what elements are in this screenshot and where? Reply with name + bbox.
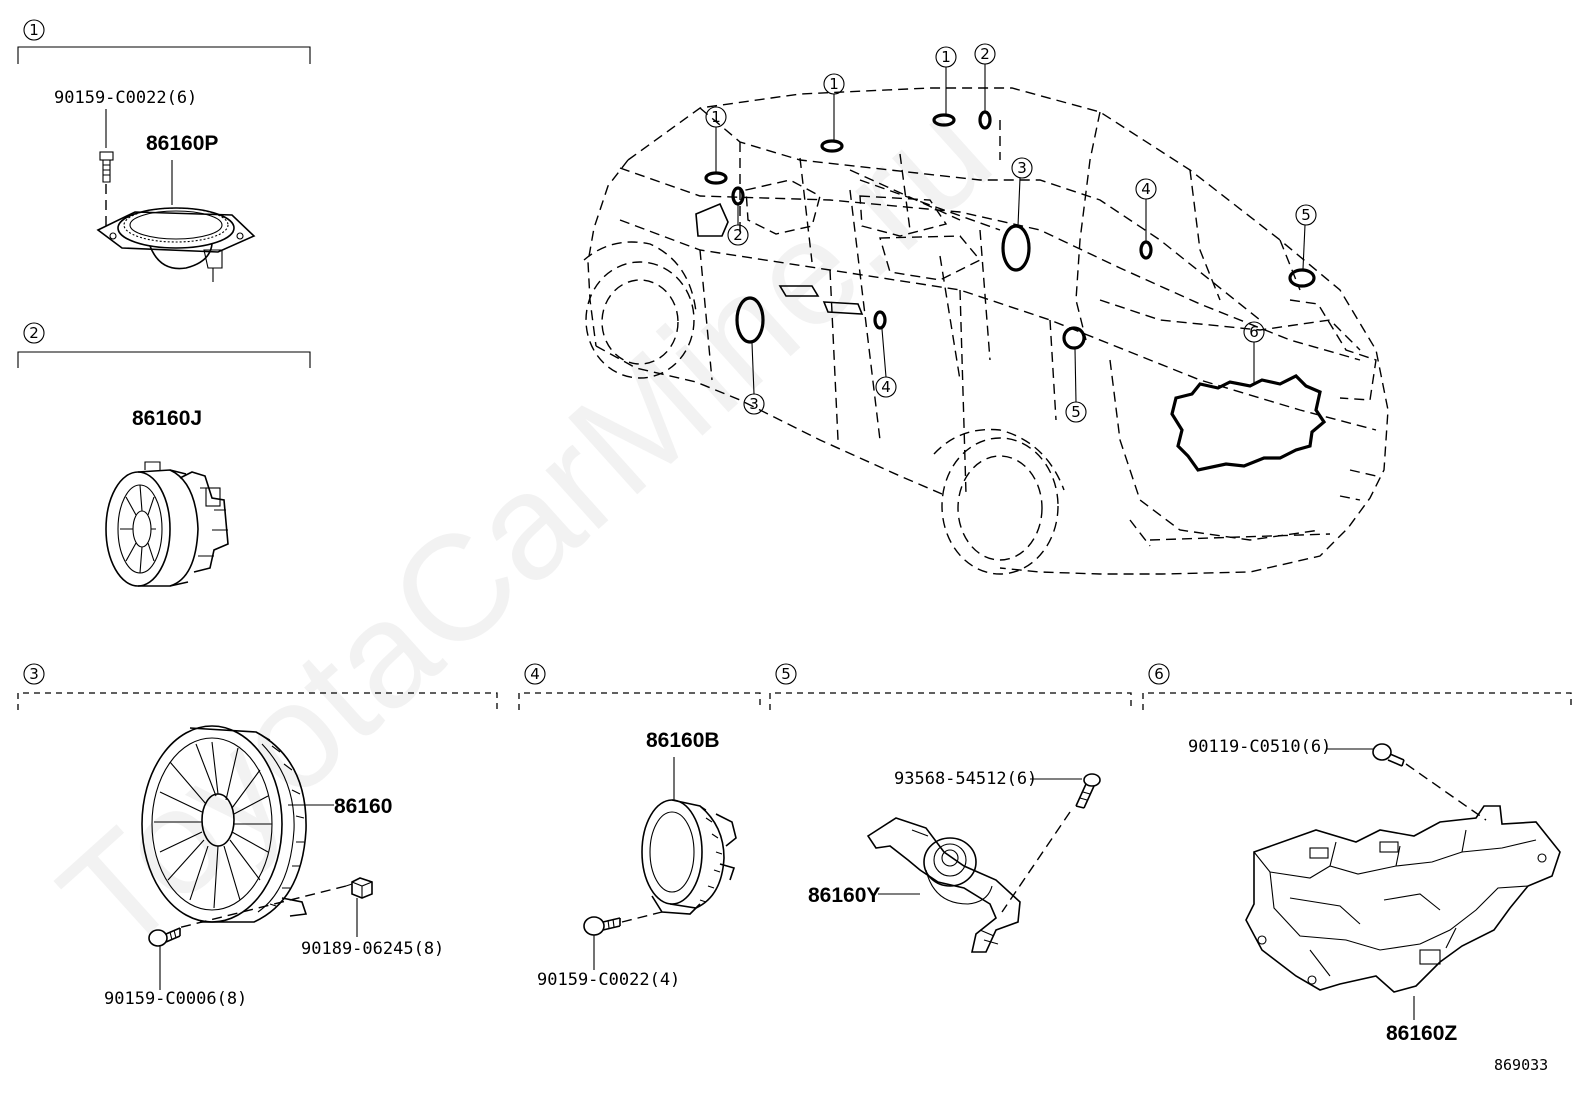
svg-text:2: 2 (733, 226, 743, 244)
callout-3a: 3 (743, 342, 765, 415)
svg-text:1: 1 (941, 48, 951, 66)
part-label-86160P: 86160P (146, 132, 218, 155)
bolt-90119-C0510 (1372, 743, 1405, 767)
callout-1b: 1 (823, 73, 845, 140)
section-number-2: 2 (29, 324, 39, 342)
callout-2a: 2 (974, 43, 996, 111)
fastener-label-93568-54512-6: 93568-54512(6) (894, 769, 1037, 789)
svg-text:1: 1 (829, 75, 839, 93)
screw-90159-C0006 (148, 927, 181, 947)
callout-4b: 4 (1135, 178, 1157, 241)
svg-text:3: 3 (749, 395, 759, 413)
speaker-86160J (105, 461, 229, 587)
part-label-86160Z: 86160Z (1386, 1022, 1457, 1045)
section-header-2: 2 (17, 322, 311, 368)
svg-text:4: 4 (1141, 180, 1151, 198)
callout-6: 6 (1243, 321, 1265, 384)
speaker-86160B (641, 799, 737, 915)
callout-5a: 5 (1065, 348, 1087, 423)
svg-text:2: 2 (980, 45, 990, 63)
callout-1a: 1 (705, 106, 727, 172)
callout-2b: 2 (727, 205, 749, 246)
fastener-label-90159-C0006-8: 90159-C0006(8) (104, 989, 247, 1009)
fastener-label-90159-C0022-6: 90159-C0022(6) (54, 88, 197, 108)
callout-3b: 3 (1011, 157, 1033, 227)
section-number-1: 1 (29, 21, 39, 39)
section-number-6: 6 (1154, 665, 1164, 683)
fastener-label-90189-06245-8: 90189-06245(8) (301, 939, 444, 959)
section-number-4: 4 (530, 665, 540, 683)
section-header-1: 1 (17, 19, 311, 64)
section-number-5: 5 (781, 665, 791, 683)
svg-text:5: 5 (1071, 403, 1081, 421)
fastener-label-90159-C0022-4: 90159-C0022(4) (537, 970, 680, 990)
svg-text:3: 3 (1017, 159, 1027, 177)
part-label-86160: 86160 (334, 795, 392, 818)
speaker-locations (704, 110, 1327, 472)
section-header-6: 6 (1142, 663, 1572, 710)
svg-text:4: 4 (881, 378, 891, 396)
svg-text:1: 1 (711, 108, 721, 126)
callout-4a: 4 (875, 328, 897, 398)
section-header-4: 4 (518, 663, 761, 710)
clip-90189 (345, 877, 373, 899)
section-header-3: 3 (17, 663, 498, 710)
callout-5b: 5 (1295, 204, 1317, 270)
part-label-86160Y: 86160Y (808, 884, 880, 907)
part-label-86160B: 86160B (646, 729, 720, 752)
screw-90159-C0022 (583, 916, 621, 936)
svg-text:5: 5 (1301, 206, 1311, 224)
amplifier-bracket-86160Z (1245, 805, 1561, 993)
callout-1c: 1 (935, 46, 957, 114)
section-header-5: 5 (769, 663, 1132, 710)
diagram-number: 869033 (1494, 1056, 1548, 1074)
svg-text:6: 6 (1249, 323, 1259, 341)
tweeter-speaker-86160P (96, 151, 256, 282)
screw-93568-54512 (1075, 773, 1101, 809)
part-label-86160J: 86160J (132, 407, 202, 430)
speaker-bracket-86160Y (866, 817, 1021, 953)
section-number-3: 3 (29, 665, 39, 683)
fastener-label-90119-C0510-6: 90119-C0510(6) (1188, 737, 1331, 757)
speaker-86160 (141, 725, 308, 923)
